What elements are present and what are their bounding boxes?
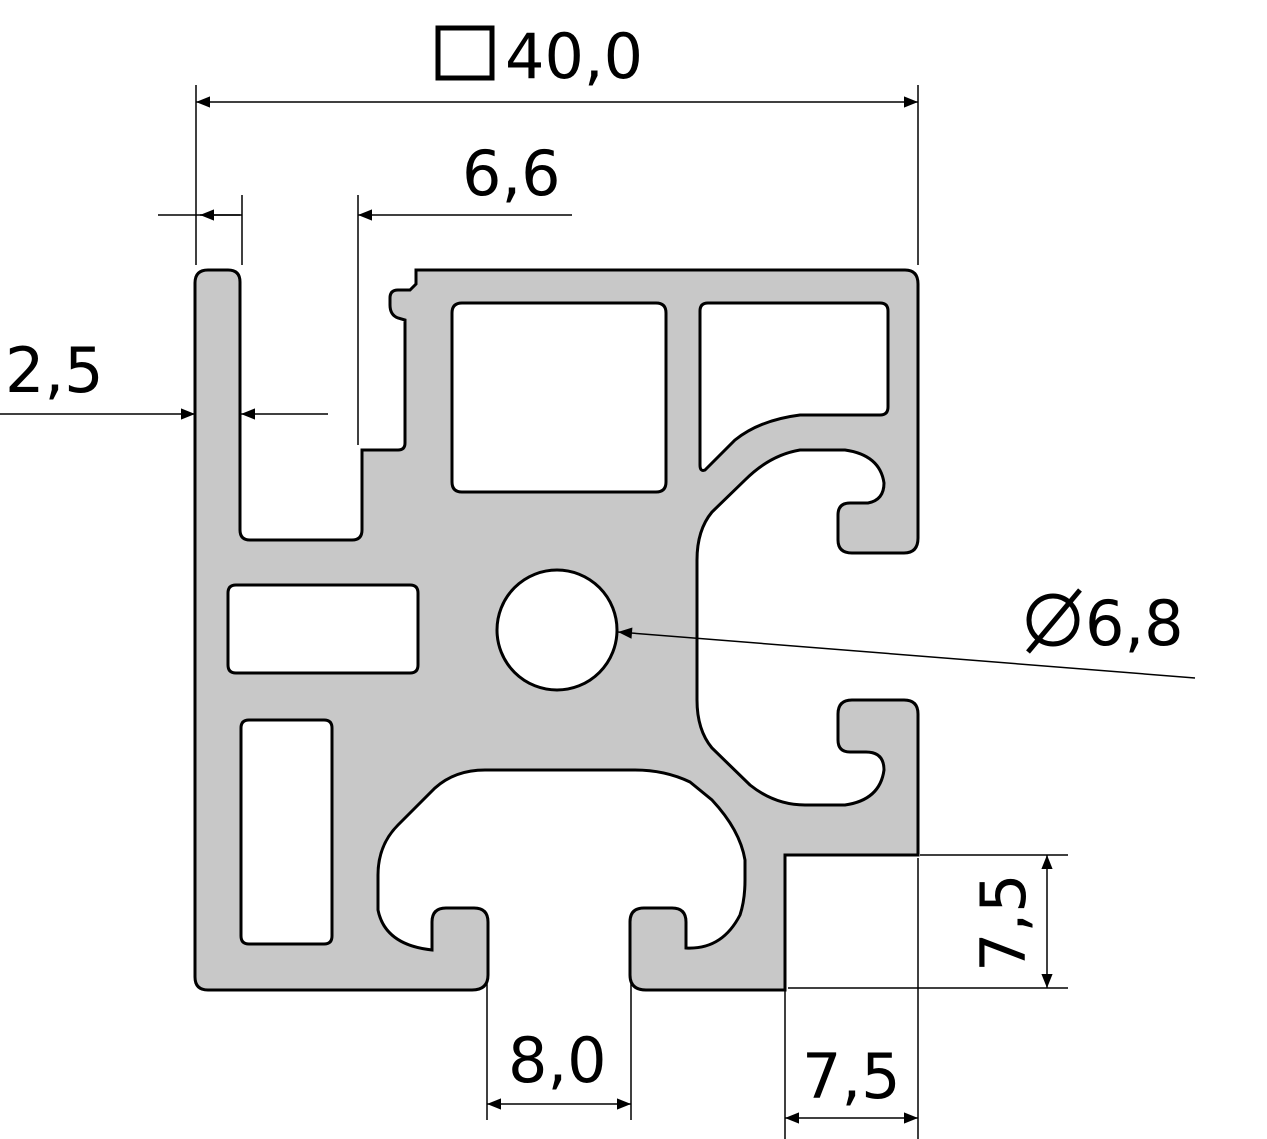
dimension-label-slot-width: 8,0	[508, 1024, 607, 1097]
square-symbol-icon	[435, 25, 495, 81]
dimension-label-step-width: 7,5	[802, 1040, 901, 1113]
aluminium-profile-section	[193, 268, 920, 992]
dimension-wall-thickness: 2,5	[0, 334, 328, 420]
dimension-slot-offset: 6,6	[158, 137, 572, 445]
dimension-label-overall-width: 40,0	[505, 20, 643, 93]
dimension-label-step-height: 7,5	[967, 873, 1040, 972]
dimension-step-width: 7,5	[784, 858, 919, 1139]
dimension-step-height: 7,5	[788, 854, 1068, 989]
dimension-overall-width: 40,0	[195, 20, 919, 265]
dimension-label-bore-diameter: 6,8	[1085, 587, 1184, 660]
diameter-symbol-icon	[1026, 588, 1082, 654]
dimension-slot-width: 8,0	[486, 980, 632, 1120]
dimension-bore-diameter: 6,8	[617, 587, 1196, 679]
dimension-label-slot-offset: 6,6	[462, 137, 561, 210]
dimension-label-wall-thickness: 2,5	[5, 334, 104, 407]
